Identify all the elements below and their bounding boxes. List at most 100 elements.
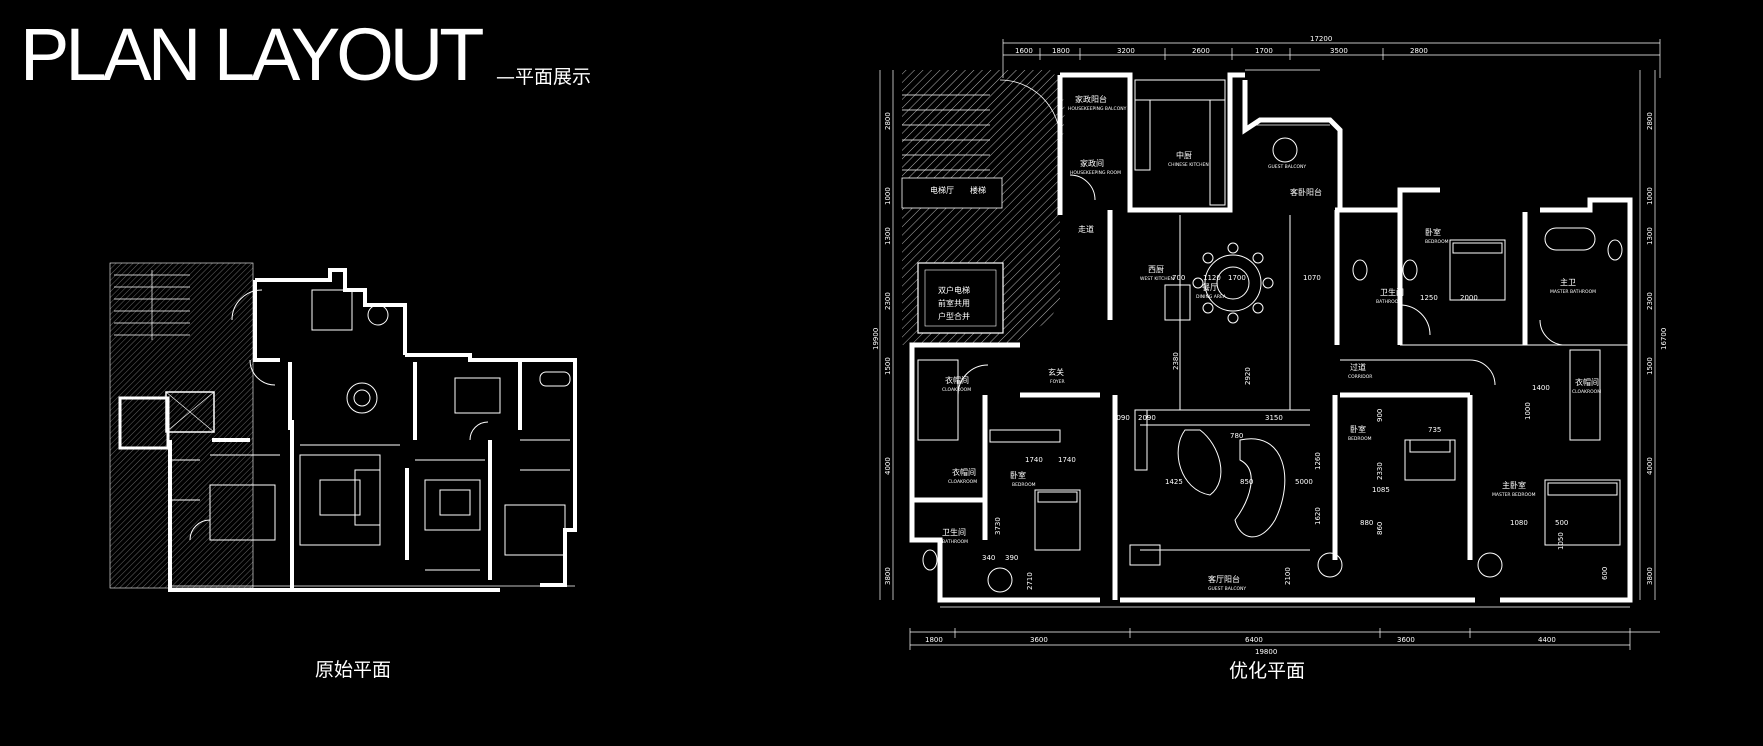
- room-label: 主卫: [1560, 277, 1576, 287]
- dimension-label: 2920: [1244, 367, 1252, 385]
- opt-right-dim: 1300: [1646, 227, 1654, 245]
- dimension-label: 3730: [994, 517, 1002, 535]
- opt-top-dim: 3200: [1117, 47, 1135, 55]
- orig-stairs: [114, 270, 190, 340]
- opt-left-dim: 1000: [884, 187, 892, 205]
- room-label-en: FOYER: [1050, 379, 1065, 385]
- room-label: 卫生间: [942, 527, 966, 537]
- room-label-en: CLOAKROOM: [948, 479, 977, 485]
- room-label-en: BATHROOM: [1376, 299, 1402, 305]
- room-label: 衣帽间: [952, 467, 976, 477]
- opt-right-dim: 2300: [1646, 292, 1654, 310]
- orig-elevator-1: [165, 391, 215, 433]
- room-label: 餐厅: [1202, 283, 1218, 292]
- orig-interior: [170, 289, 571, 571]
- opt-bottom-dim: 6400: [1245, 636, 1263, 644]
- room-label-en: BEDROOM: [1348, 436, 1372, 442]
- dimension-label: 1740: [1058, 456, 1076, 464]
- room-label: 家政阳台: [1075, 94, 1107, 104]
- dimension-label: 2100: [1284, 567, 1292, 585]
- dimension-label: 2090: [1112, 414, 1130, 422]
- opt-right-dim: 1000: [1646, 187, 1654, 205]
- room-label-en: MASTER BEDROOM: [1492, 492, 1536, 498]
- opt-room-labels: 家政阳台 HOUSEKEEPING BALCONY 家政间 HOUSEKEEPI…: [942, 94, 1601, 592]
- orig-core-hatch: [110, 263, 253, 588]
- page-subtitle: —平面展示: [496, 66, 592, 88]
- dimension-label: 780: [1230, 432, 1243, 440]
- hall-label: 电梯厅: [930, 185, 954, 195]
- opt-dim-lines: [879, 39, 1661, 650]
- dimension-label: 1700: [1228, 274, 1246, 282]
- room-label: 卧室: [1350, 424, 1366, 434]
- opt-top-dim: 1600: [1015, 47, 1033, 55]
- opt-right-dim: 2800: [1646, 112, 1654, 130]
- room-label: 客厅阳台: [1208, 574, 1240, 584]
- room-label-en: CORRIDOR: [1348, 374, 1372, 380]
- dimension-label: 1080: [1510, 519, 1528, 527]
- dimension-label: 1070: [1303, 274, 1321, 282]
- dimension-label: 1120: [1203, 274, 1221, 282]
- dimension-label: 860: [1376, 522, 1384, 535]
- opt-bottom-dim: 3600: [1030, 636, 1048, 644]
- room-label-en: DINING AREA: [1196, 294, 1227, 300]
- opt-left-dim: 2300: [884, 292, 892, 310]
- room-label-en: HOUSEKEEPING BALCONY: [1068, 106, 1127, 112]
- dimension-label: 340: [982, 554, 995, 562]
- optimized-plan-caption: 优化平面: [1229, 660, 1306, 682]
- room-label-en: GUEST BALCONY: [1208, 586, 1246, 592]
- dimension-label: 735: [1428, 426, 1441, 434]
- room-label: 卧室: [1010, 470, 1026, 480]
- original-floor-plan: [109, 262, 577, 592]
- opt-top-dim: 1700: [1255, 47, 1273, 55]
- room-label: 卫生间: [1380, 287, 1404, 297]
- dimension-label: 700: [1172, 274, 1185, 282]
- opt-top-dim: 2800: [1410, 47, 1428, 55]
- opt-stairs: [901, 79, 1061, 210]
- dimension-label: 2330: [1376, 462, 1384, 480]
- stair-label: 楼梯: [970, 185, 986, 195]
- refuge-line: 户型合并: [938, 311, 970, 321]
- opt-top-dim: 3500: [1330, 47, 1348, 55]
- room-label-en: HOUSEKEEPING ROOM: [1070, 170, 1121, 176]
- dimension-label: 1620: [1314, 507, 1322, 525]
- dimension-label: 1425: [1165, 478, 1183, 486]
- room-label-en: CLOAKROOM: [1572, 389, 1601, 395]
- room-label-en: CHINESE KITCHEN: [1168, 162, 1209, 168]
- dimension-label: 1400: [1532, 384, 1550, 392]
- dimension-label: 1250: [1420, 294, 1438, 302]
- opt-bottom-total: 19800: [1255, 648, 1277, 656]
- refuge-line: 前室共用: [938, 298, 970, 308]
- room-label: 西厨: [1148, 265, 1164, 274]
- dimension-label: 880: [1360, 519, 1373, 527]
- room-label-en: MASTER BATHROOM: [1550, 289, 1596, 295]
- room-label-en: BATHROOM: [942, 539, 968, 545]
- opt-bottom-dim: 4400: [1538, 636, 1556, 644]
- original-plan-caption: 原始平面: [315, 659, 392, 681]
- opt-left-dim: 4000: [884, 457, 892, 475]
- opt-right-dim: 1500: [1646, 357, 1654, 375]
- room-label-en: WEST KITCHEN: [1140, 276, 1174, 282]
- room-label: 卧室: [1425, 227, 1441, 237]
- room-label: 走道: [1078, 224, 1094, 234]
- room-label: 客卧阳台: [1290, 187, 1322, 197]
- opt-top-dim: 2600: [1192, 47, 1210, 55]
- opt-furniture: [917, 79, 1630, 593]
- dimension-label: 1085: [1372, 486, 1390, 494]
- room-label: 主卧室: [1502, 480, 1526, 490]
- room-label-en: CLOAKROOM: [942, 387, 971, 393]
- opt-bottom-dim: 3600: [1397, 636, 1415, 644]
- refuge-line: 双户电梯: [938, 285, 970, 295]
- room-label: 衣帽间: [1575, 377, 1599, 387]
- opt-interior-dims: 700 1120 1700 1070 2380 2920 1250 2000 1…: [982, 274, 1609, 590]
- opt-right-total: 16700: [1660, 328, 1668, 350]
- opt-right-dim: 3800: [1646, 567, 1654, 585]
- dimension-label: 1000: [1524, 402, 1532, 420]
- room-label: 衣帽间: [945, 375, 969, 385]
- dimension-label: 900: [1376, 409, 1384, 422]
- room-label: 中厨: [1176, 150, 1192, 160]
- opt-walls: [909, 72, 1633, 603]
- opt-left-total: 19900: [872, 328, 880, 350]
- room-label: 家政间: [1080, 158, 1104, 168]
- opt-left-dim: 3800: [884, 567, 892, 585]
- dimension-label: 850: [1240, 478, 1253, 486]
